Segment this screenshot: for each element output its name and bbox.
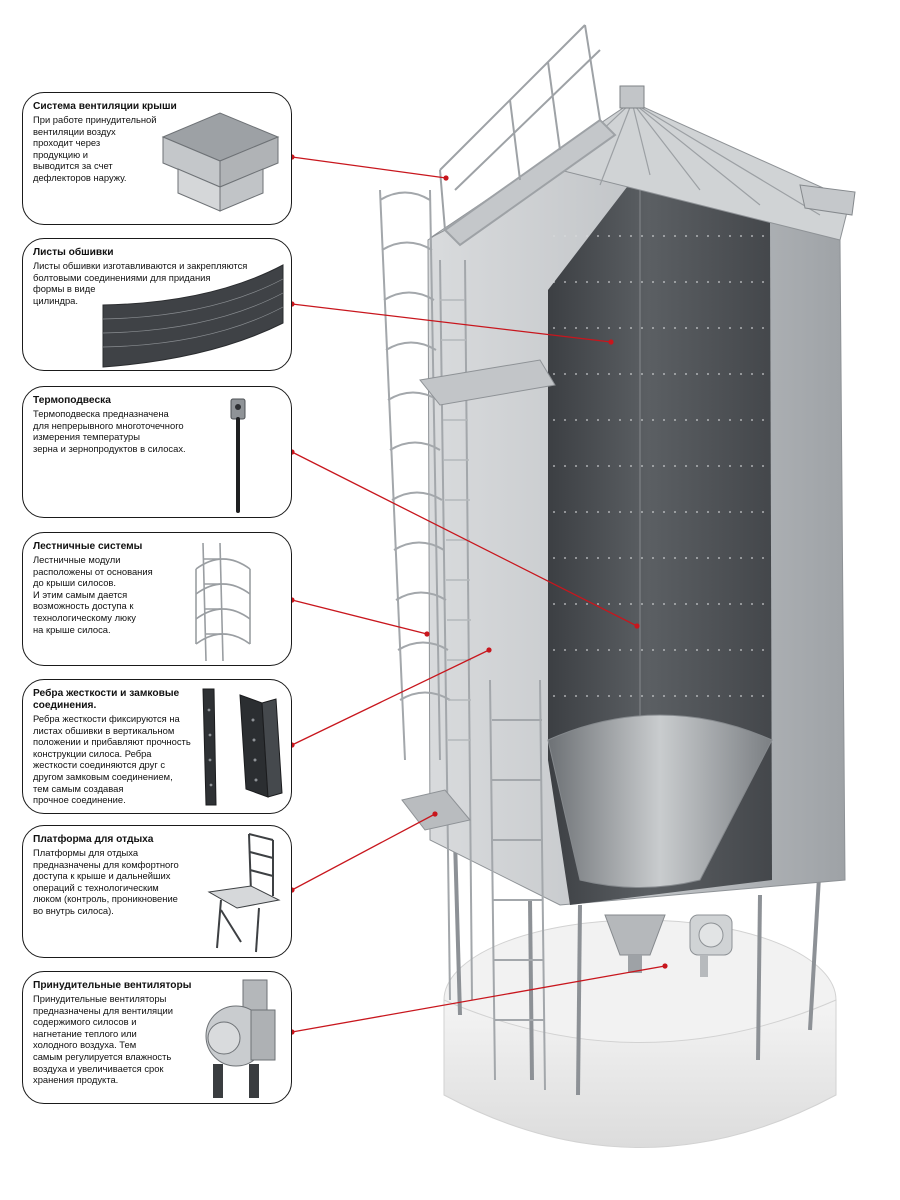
callout-stiffeners: Ребра жесткости и замковые соединения. Р… — [22, 679, 292, 814]
ladder-cage-icon — [195, 542, 251, 662]
callout-rest-platform: Платформа для отдыха Платформы для отдых… — [22, 825, 292, 958]
callout-text: Лестничные модули расположены от основан… — [33, 554, 153, 635]
callout-title: Платформа для отдыха — [33, 834, 154, 845]
callout-text: Листы обшивки изготавливаются и закрепля… — [33, 260, 248, 306]
leader-ladder-systems — [291, 599, 428, 635]
callout-roof-ventilation: Система вентиляции крыши При работе прин… — [22, 92, 292, 225]
forced-fan — [689, 914, 733, 977]
leader-roof-ventilation — [291, 156, 447, 179]
callout-title: Термоподвеска — [33, 395, 111, 406]
roof-catwalk — [439, 24, 617, 247]
callout-text: Ребра жесткости фиксируются на листах об… — [33, 713, 191, 806]
callout-title: Лестничные системы — [33, 541, 143, 552]
leader-dot — [486, 647, 492, 653]
roof-vent-icon — [161, 112, 280, 212]
support-legs — [453, 839, 822, 1096]
cladding-sheet-icon — [102, 264, 284, 368]
leader-thermo-suspension — [291, 451, 638, 627]
ground-ladder — [489, 679, 546, 1091]
leader-dot — [634, 623, 640, 629]
leader-cladding-sheets — [291, 303, 612, 343]
callout-title: Система вентиляции крыши — [33, 101, 177, 112]
stiffener-rib-icon — [202, 688, 283, 806]
leader-stiffeners — [291, 649, 490, 746]
callout-text: Термоподвеска предназначена для непрерыв… — [33, 408, 186, 454]
callout-title: Ребра жесткости и замковые соединения. — [33, 688, 180, 711]
rest-platform-icon — [207, 833, 281, 953]
inner-bolt-pattern — [548, 220, 772, 720]
callout-forced-fans: Принудительные вентиляторы Принудительны… — [22, 971, 292, 1104]
centrifugal-fan-icon — [205, 979, 276, 1098]
leader-forced-fans — [291, 965, 666, 1033]
roof-deflector — [799, 184, 856, 216]
leader-dot — [662, 963, 668, 969]
thermo-sensor-icon — [230, 398, 246, 513]
callout-thermo-suspension: Термоподвеска Термоподвеска предназначен… — [22, 386, 292, 518]
callout-cladding-sheets: Листы обшивки Листы обшивки изготавливаю… — [22, 238, 292, 371]
leader-rest-platform — [291, 813, 436, 891]
roof-vent-top — [619, 85, 645, 109]
callout-ladder-systems: Лестничные системы Лестничные модули рас… — [22, 532, 292, 666]
leader-dot — [443, 175, 449, 181]
callout-text: Платформы для отдыха предназначены для к… — [33, 847, 179, 916]
leader-dot — [424, 631, 430, 637]
foundation-base-side — [443, 999, 837, 1148]
leader-dot — [608, 339, 614, 345]
leader-dot — [432, 811, 438, 817]
callout-title: Листы обшивки — [33, 247, 114, 258]
rest-platform-deck — [401, 789, 471, 831]
callout-text: Принудительные вентиляторы предназначены… — [33, 993, 173, 1086]
upper-platform-deck — [419, 359, 556, 406]
silo-hopper-cone — [547, 714, 773, 888]
hopper-outlet — [604, 914, 666, 956]
callout-text: При работе принудительной вентиляции воз… — [33, 114, 157, 183]
callout-title: Принудительные вентиляторы — [33, 980, 192, 991]
discharge-spout — [628, 955, 642, 973]
